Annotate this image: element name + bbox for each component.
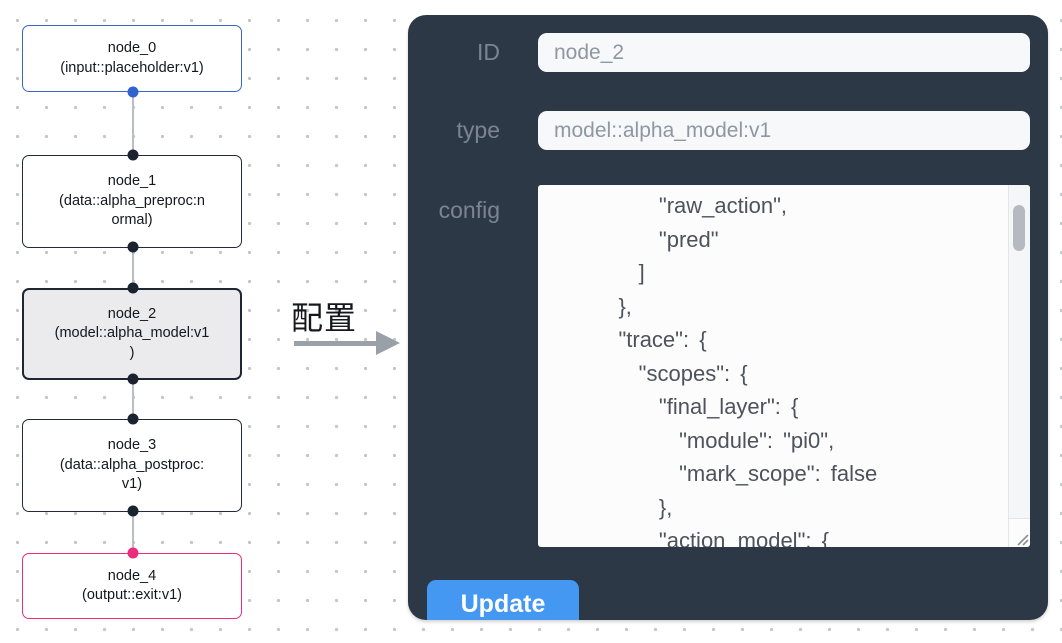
flow-node-4[interactable]: node_4 (output::exit:v1) [22, 553, 242, 619]
config-panel: ID type config "raw_action", "pred" ] },… [408, 15, 1048, 620]
id-input[interactable] [538, 33, 1030, 72]
port-dot[interactable] [127, 241, 139, 253]
edge-line [132, 247, 134, 289]
port-dot[interactable] [127, 505, 139, 517]
flow-node-3[interactable]: node_3 (data::alpha_postproc: v1) [22, 419, 242, 512]
edge-line [132, 511, 134, 554]
port-dot[interactable] [127, 413, 139, 425]
transition-label: 配置 [291, 300, 358, 336]
config-label: config [438, 197, 500, 223]
update-button[interactable]: Update [427, 580, 579, 620]
flow-node-2-selected[interactable]: node_2 (model::alpha_model:v1 ) [22, 288, 242, 380]
resize-grip-icon [1017, 534, 1029, 546]
arrow-right-icon [294, 341, 378, 346]
type-input[interactable] [538, 111, 1030, 150]
edge-line [132, 379, 134, 420]
flow-node-0[interactable]: node_0 (input::placeholder:v1) [22, 25, 242, 92]
port-dot[interactable] [127, 373, 139, 385]
edge-line [132, 92, 134, 156]
type-label: type [456, 117, 500, 143]
config-json-text[interactable]: "raw_action", "pred" ] }, "trace": { "sc… [618, 193, 878, 547]
port-dot[interactable] [127, 282, 139, 294]
flow-node-1[interactable]: node_1 (data::alpha_preproc:n ormal) [22, 155, 242, 248]
port-dot[interactable] [127, 86, 139, 98]
port-dot[interactable] [127, 547, 139, 559]
resize-grip-icon[interactable] [1008, 518, 1030, 547]
scrollbar[interactable] [1008, 185, 1030, 519]
scrollbar-thumb[interactable] [1013, 205, 1025, 251]
arrow-right-icon [376, 331, 400, 355]
id-label: ID [477, 39, 500, 65]
port-dot[interactable] [127, 149, 139, 161]
config-editor[interactable]: "raw_action", "pred" ] }, "trace": { "sc… [538, 185, 1030, 547]
